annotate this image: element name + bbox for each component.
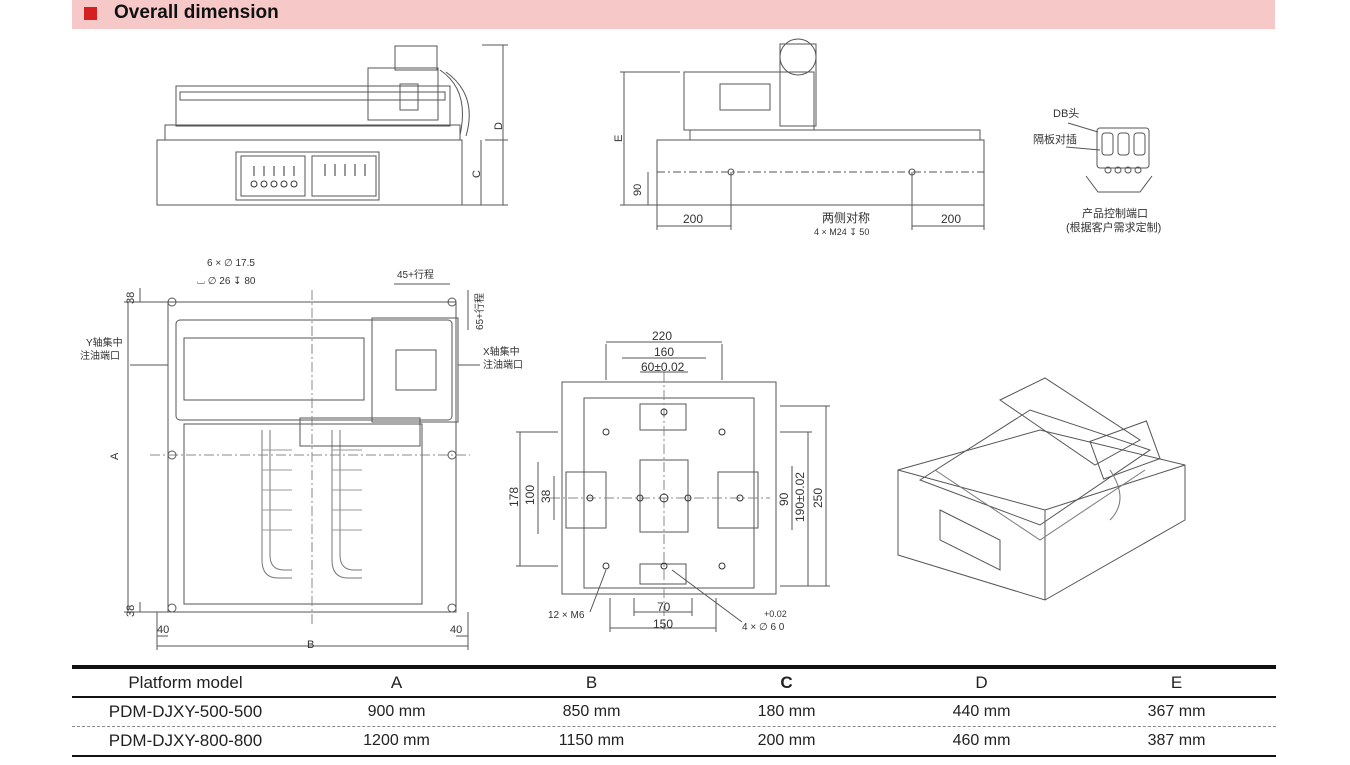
dim-90: 90 — [777, 492, 791, 506]
dim-250: 250 — [811, 487, 825, 508]
section-title: Overall dimension — [114, 2, 279, 23]
section-bullet-icon — [84, 7, 97, 20]
port-db-label: DB头 — [1053, 108, 1080, 120]
m6-label: 12 × M6 — [548, 610, 585, 621]
isometric-view — [897, 377, 1186, 601]
top-stroke45-label: 45+行程 — [397, 270, 434, 281]
port-plate-label: 隔板对插 — [1033, 134, 1077, 146]
table-row: PDM-DJXY-800-800 1200 mm 1150 mm 200 mm … — [72, 727, 1276, 757]
col-D: D — [975, 672, 988, 692]
dim-side-left-200: 200 — [683, 212, 704, 226]
dim-C: C — [471, 170, 483, 178]
port-detail — [1065, 122, 1153, 193]
pin-tolerance-label: +0.02 — [764, 609, 787, 619]
dim-left-40: 40 — [157, 624, 170, 636]
dim-top-38: 38 — [125, 291, 137, 304]
top-view — [124, 283, 480, 650]
cell-C: 180 mm — [757, 703, 816, 720]
cell-A: 900 mm — [367, 703, 426, 720]
col-C: C — [780, 672, 793, 692]
top-holes-label: 6 × ∅ 17.5 — [207, 258, 255, 269]
dim-right-40: 40 — [450, 624, 463, 636]
dim-178: 178 — [507, 486, 521, 507]
dim-38: 38 — [539, 489, 553, 503]
top-counterbore-label: ⌴ ∅ 26 ↧ 80 — [197, 276, 256, 287]
table-top-rule — [72, 665, 1276, 669]
x-oil-port-label-2: 注油端口 — [483, 360, 523, 371]
cell-A: 1200 mm — [363, 732, 430, 749]
dimension-table: Platform model A B C D E PDM-DJXY-500-50… — [72, 665, 1276, 757]
dim-160: 160 — [654, 345, 675, 359]
pin-label: 4 × ∅ 6 0 — [742, 622, 785, 633]
side-bolt-label: 4 × M24 ↧ 50 — [814, 227, 870, 237]
cell-model: PDM-DJXY-500-500 — [108, 702, 263, 721]
dim-side-90: 90 — [632, 183, 644, 196]
dim-150: 150 — [653, 617, 674, 631]
cell-E: 387 mm — [1147, 732, 1206, 749]
cell-C: 200 mm — [757, 732, 816, 749]
cell-D: 460 mm — [952, 732, 1011, 749]
dim-100: 100 — [523, 484, 537, 505]
dim-D: D — [493, 122, 505, 130]
y-oil-port-label: Y轴集中 — [86, 338, 123, 349]
col-E: E — [1170, 672, 1183, 692]
dim-E: E — [613, 134, 625, 142]
cell-B: 1150 mm — [558, 732, 625, 749]
table-row: PDM-DJXY-500-500 900 mm 850 mm 180 mm 44… — [72, 698, 1276, 727]
port-caption: 产品控制端口 — [1082, 208, 1148, 220]
section-header: Overall dimension — [72, 0, 1275, 29]
dim-bottom-38: 38 — [125, 604, 137, 617]
port-caption-note: (根据客户需求定制) — [1066, 222, 1162, 234]
side-view — [620, 38, 985, 230]
x-oil-port-label: X轴集中 — [483, 347, 520, 358]
cell-E: 367 mm — [1147, 703, 1206, 720]
col-platform-model: Platform model — [128, 672, 243, 692]
table-header-row: Platform model A B C D E — [72, 669, 1276, 698]
col-A: A — [390, 672, 403, 692]
dim-220: 220 — [652, 329, 673, 343]
dim-B: B — [307, 639, 315, 651]
y-oil-port-label-2: 注油端口 — [80, 351, 120, 362]
cell-model: PDM-DJXY-800-800 — [108, 731, 263, 750]
dim-190: 190±0.02 — [793, 472, 807, 522]
dim-A: A — [109, 452, 121, 460]
cell-D: 440 mm — [952, 703, 1011, 720]
carriage-detail — [516, 341, 830, 632]
dim-side-right-200: 200 — [941, 212, 962, 226]
top-stroke65-label: 65+行程 — [475, 293, 486, 330]
dim-70: 70 — [657, 600, 671, 614]
front-view — [156, 44, 508, 206]
side-symmetric-label: 两侧对称 — [822, 211, 871, 225]
technical-drawing — [124, 38, 1186, 650]
dim-60: 60±0.02 — [641, 360, 685, 374]
col-B: B — [585, 672, 598, 692]
cell-B: 850 mm — [562, 703, 621, 720]
